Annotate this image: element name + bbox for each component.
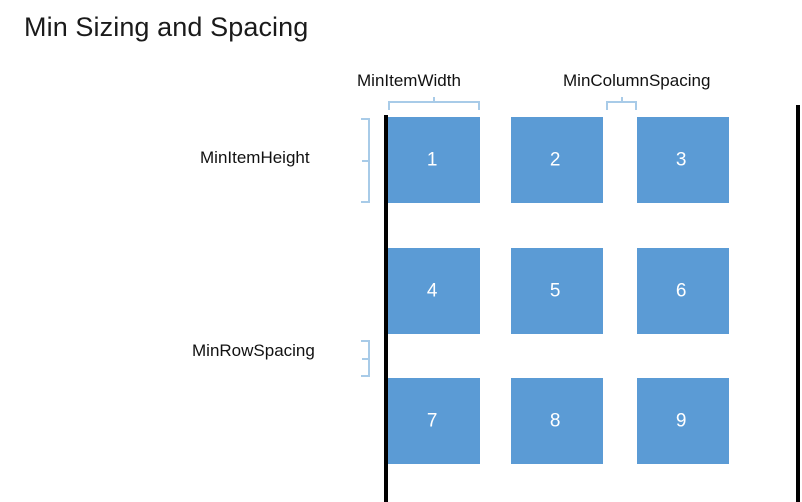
grid-item[interactable]: 1	[388, 117, 480, 203]
bracket-leg-start	[361, 118, 370, 120]
bracket-tick-icon	[362, 357, 368, 360]
bracket-spine	[368, 118, 370, 203]
label-min-item-height: MinItemHeight	[200, 148, 310, 167]
grid-item[interactable]: 9	[637, 378, 729, 464]
right-boundary-bar	[796, 105, 800, 502]
grid-item-label: 3	[675, 149, 687, 171]
label-min-row-spacing: MinRowSpacing	[192, 341, 315, 360]
grid-item[interactable]: 8	[511, 378, 603, 464]
bracket-leg-start	[606, 101, 608, 110]
grid-item[interactable]: 5	[511, 248, 603, 334]
bracket-tick-icon	[362, 159, 368, 162]
grid-item-label: 8	[549, 410, 561, 432]
card-grid: 1 2 3 4 5 6 7 8 9	[388, 117, 729, 464]
bracket-leg-end	[635, 101, 637, 110]
bracket-leg-end	[361, 375, 370, 377]
left-boundary-bar	[384, 115, 388, 502]
grid-item-label: 9	[675, 410, 687, 432]
label-min-item-width: MinItemWidth	[357, 71, 461, 90]
bracket-spine	[368, 340, 370, 377]
grid-item-label: 5	[549, 280, 561, 302]
bracket-tick-icon	[433, 97, 435, 103]
bracket-leg-start	[361, 340, 370, 342]
bracket-tick-icon	[620, 97, 623, 103]
grid-item-label: 6	[675, 280, 687, 302]
grid-item[interactable]: 3	[637, 117, 729, 203]
page-title: Min Sizing and Spacing	[24, 12, 309, 42]
grid-item-label: 7	[426, 410, 438, 432]
bracket-leg-start	[388, 101, 390, 110]
grid-item-label: 1	[426, 149, 438, 171]
bracket-min-column-spacing	[606, 97, 637, 111]
bracket-min-row-spacing	[360, 340, 374, 377]
bracket-leg-end	[361, 201, 370, 203]
grid-item[interactable]: 7	[388, 378, 480, 464]
bracket-min-item-height	[360, 118, 374, 203]
bracket-leg-end	[478, 101, 480, 110]
grid-item-label: 2	[549, 149, 561, 171]
bracket-spine	[606, 101, 637, 103]
grid-item-label: 4	[426, 280, 438, 302]
bracket-min-item-width	[388, 97, 480, 111]
grid-item[interactable]: 4	[388, 248, 480, 334]
bracket-spine	[388, 101, 480, 103]
label-min-column-spacing: MinColumnSpacing	[563, 71, 711, 90]
grid-item[interactable]: 2	[511, 117, 603, 203]
grid-item[interactable]: 6	[637, 248, 729, 334]
